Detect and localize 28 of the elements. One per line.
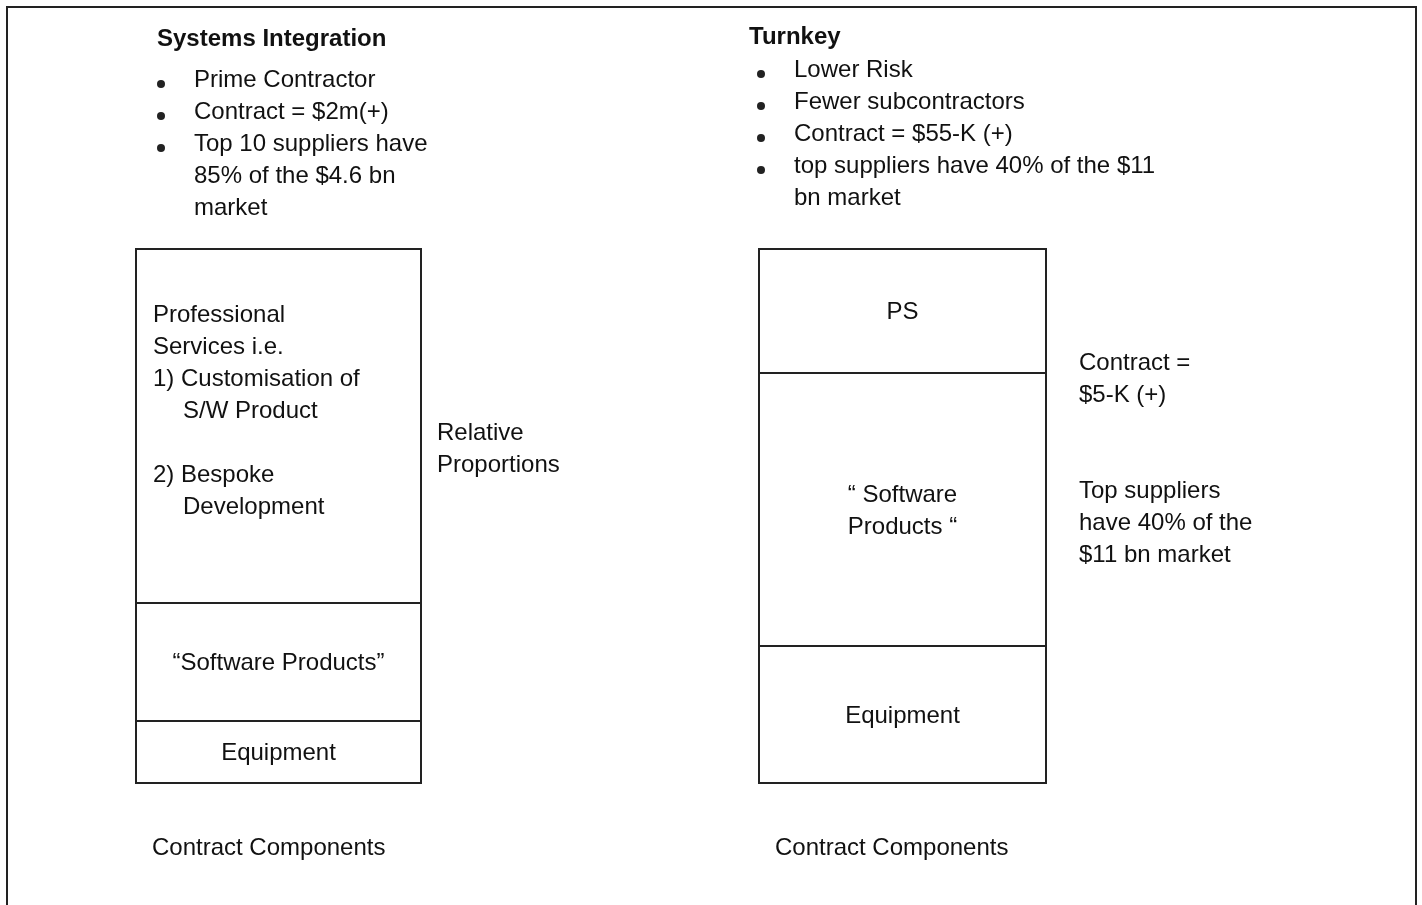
segment-text: Equipment: [845, 699, 960, 730]
note-text: Contract Components: [152, 832, 386, 862]
bullet-text: Fewer subcontractors: [794, 86, 1025, 116]
bullet-text: Lower Risk: [794, 54, 913, 84]
segment-text: 1) Customisation of S/W Product: [153, 363, 361, 425]
proportion-segment: [135, 720, 422, 784]
segment-text: 2) Bespoke Development: [153, 459, 326, 521]
proportion-segment: [758, 248, 1047, 374]
segment-text: “ Software Products “: [846, 478, 959, 541]
proportion-segment: [135, 248, 422, 604]
bullet-text: Top 10 suppliers have 85% of the $4.6 bn market: [194, 128, 429, 222]
note-text: Contract = $5-K (+): [1079, 347, 1192, 409]
segment-text: “Software Products”: [172, 647, 385, 677]
note-text: Relative Proportions: [437, 417, 561, 479]
bullet-text: top suppliers have 40% of the $11 bn market: [794, 150, 1157, 212]
proportion-segment: [758, 645, 1047, 784]
proportion-segment: [135, 602, 422, 722]
segment-text: Equipment: [221, 737, 336, 767]
bullet-text: Prime Contractor: [194, 64, 376, 94]
bullet-text: Contract = $2m(+): [194, 96, 389, 126]
heading: Systems Integration: [157, 23, 387, 53]
bullet-text: Contract = $55-K (+): [794, 118, 1013, 148]
heading: Turnkey: [749, 21, 841, 51]
segment-text: Professional Services i.e.: [153, 299, 287, 361]
proportion-segment: [758, 372, 1047, 647]
note-text: Contract Components: [775, 832, 1009, 862]
note-text: Top suppliers have 40% of the $11 bn market: [1079, 475, 1254, 569]
segment-text: PS: [886, 296, 919, 326]
